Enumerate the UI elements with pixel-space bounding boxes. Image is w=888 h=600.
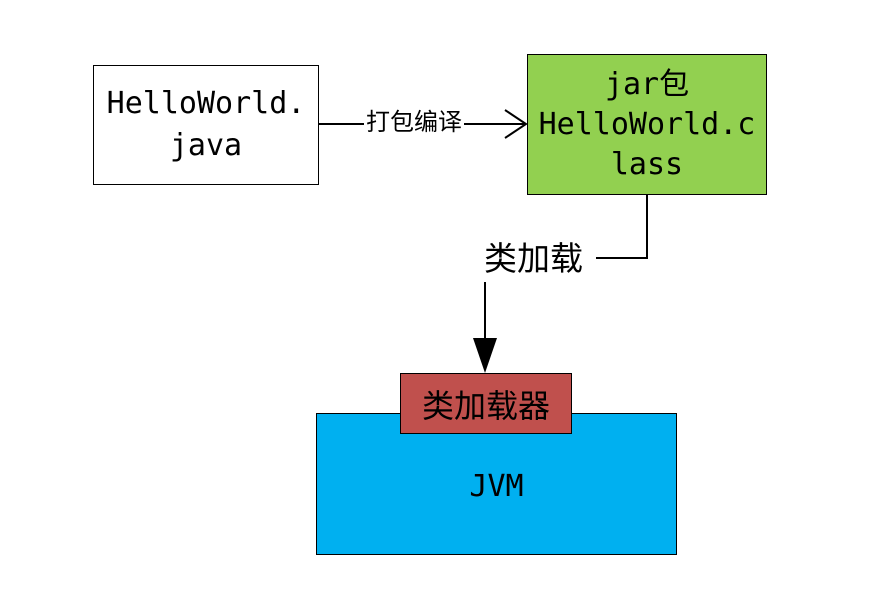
source-file-line2: java [169, 128, 243, 163]
source-file-line1: HelloWorld. [106, 86, 306, 121]
jvm-label: JVM [469, 469, 524, 504]
load-connector-line [596, 195, 648, 259]
source-file-box: HelloWorld. java [93, 65, 319, 185]
load-edge-label: 类加载 [482, 238, 585, 280]
jar-label: jar包 [604, 66, 690, 102]
load-arrow-head [473, 338, 497, 373]
compile-arrow-head [504, 109, 528, 139]
jar-package-box: jar包 HelloWorld.c lass [527, 54, 767, 195]
compile-edge-label: 打包编译 [364, 107, 464, 137]
class-file-line1: HelloWorld.c [538, 106, 756, 142]
jvm-box: JVM [316, 413, 677, 555]
class-file-line2: lass [610, 146, 684, 182]
class-loader-label: 类加载器 [421, 386, 550, 425]
class-loader-box: 类加载器 [400, 373, 572, 434]
